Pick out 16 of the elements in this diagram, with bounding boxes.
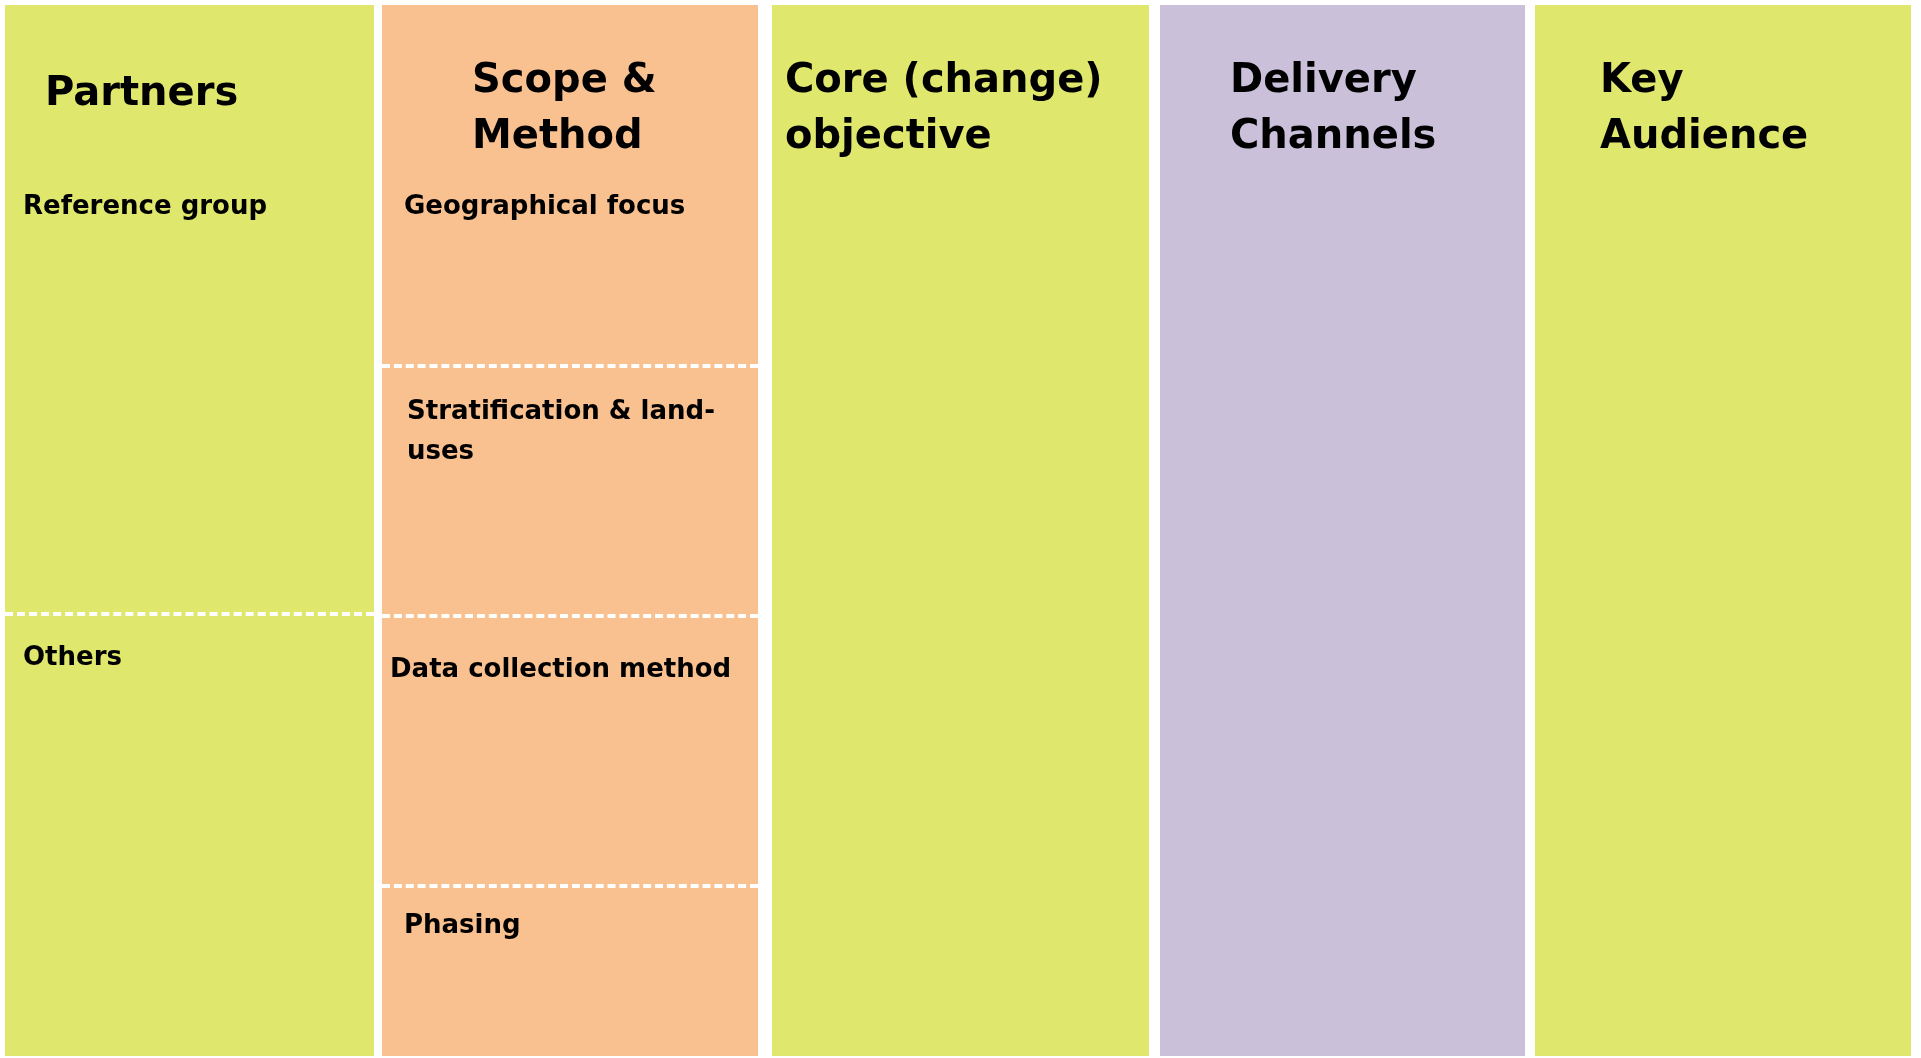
section-label: Phasing xyxy=(404,908,522,941)
section-label: Others xyxy=(23,640,123,673)
column-heading: Key Audience xyxy=(1600,54,1810,159)
column-heading: Core (change) objective xyxy=(785,54,1104,159)
column-heading: Partners xyxy=(45,67,240,116)
column-heading: Scope & Method xyxy=(472,54,658,159)
section-label: Reference group xyxy=(23,189,269,222)
section-label: Data collection method xyxy=(390,652,733,685)
column-panel xyxy=(5,5,374,1056)
column-panel xyxy=(1160,5,1525,1056)
column-panel xyxy=(772,5,1149,1056)
column-heading: Delivery Channels xyxy=(1230,54,1438,159)
section-label: Geographical focus xyxy=(404,189,687,222)
column-panel xyxy=(382,5,758,1056)
section-label: Stratification & land-uses xyxy=(407,394,716,467)
column-panel xyxy=(1535,5,1911,1056)
